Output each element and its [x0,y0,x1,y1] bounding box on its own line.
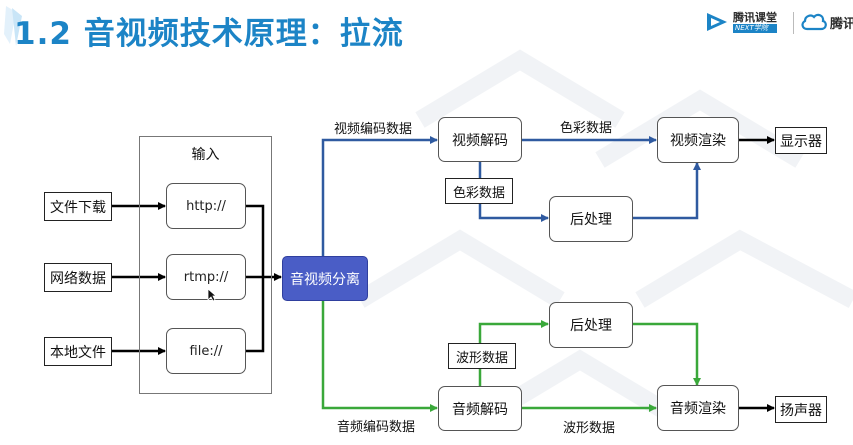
play-logo-icon [707,13,727,31]
label-video-color-branch: 色彩数据 [445,178,513,204]
video-render-node: 视频渲染 [657,117,739,163]
audio-render-node: 音频渲染 [657,385,739,431]
edge-demux-audio-decode [321,300,438,412]
label-video-encoded-data: 视频编码数据 [334,122,413,137]
logo-divider [793,12,794,34]
source-network-data: 网络数据 [44,263,112,292]
source-file-download: 文件下载 [44,192,112,221]
audio-postprocess-node: 后处理 [549,302,633,348]
label-video-color-data: 色彩数据 [560,121,613,136]
label-audio-wave-data: 波形数据 [563,421,616,436]
tencent-cloud-logo: 腾讯 [800,8,853,36]
mouse-cursor-icon [207,288,217,302]
protocol-http: http:// [166,183,246,229]
cloud-icon [801,13,827,31]
label-audio-encoded-data: 音频编码数据 [337,420,416,435]
demux-node: 音视频分离 [282,256,368,301]
tencent-classroom-logo: 腾讯课堂 NEXT学院 [704,8,777,36]
output-display: 显示器 [775,127,827,154]
label-audio-wave-branch: 波形数据 [448,343,516,369]
protocol-file: file:// [166,328,246,374]
edge-http-merge [246,204,265,353]
video-decode-node: 视频解码 [438,117,522,162]
logo-text-main: 腾讯课堂 [733,10,777,24]
output-speaker: 扬声器 [775,396,827,423]
title-accent-mark [4,6,22,46]
logo-text-sub: NEXT学院 [733,23,777,33]
input-group-frame [139,136,272,394]
page-title: 1.2 音视频技术原理：拉流 [14,16,404,52]
input-group-label: 输入 [191,147,220,163]
edge-demux-video-decode [321,136,438,256]
source-local-file: 本地文件 [44,337,112,366]
protocol-rtmp: rtmp:// [166,254,246,300]
video-postprocess-node: 后处理 [549,196,633,242]
audio-decode-node: 音频解码 [438,386,522,431]
edge-audio-post-render [633,322,701,386]
edge-video-post-render [633,162,701,220]
logo-text-right: 腾讯 [830,16,853,32]
